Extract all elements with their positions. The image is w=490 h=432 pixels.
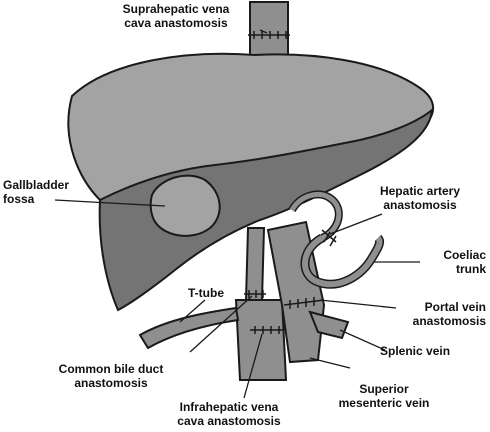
- leader-gallbladder: [54, 199, 166, 207]
- label-portal-vein-line2: anastomosis: [412, 314, 486, 328]
- bile-duct-suture: [244, 290, 266, 298]
- label-common-bile-duct-line2: anastomosis: [74, 376, 148, 390]
- label-coeliac-line1: Coeliac: [443, 248, 486, 262]
- leader-t-tube: [179, 299, 206, 323]
- leader-bile-duct: [189, 295, 253, 353]
- label-splenic-vein: Splenic vein: [380, 344, 450, 358]
- label-coeliac-line2: trunk: [456, 262, 486, 276]
- label-hepatic-artery: Hepatic artery anastomosis: [360, 184, 480, 212]
- label-splenic-vein-line1: Splenic vein: [380, 344, 451, 358]
- portal-vein-suture: [283, 297, 325, 309]
- splenic-vein-branch: [308, 310, 350, 340]
- label-suprahepatic: Suprahepatic vena cava anastomosis: [96, 2, 256, 30]
- label-t-tube-line1: T-tube: [188, 286, 224, 300]
- gallbladder-fossa: [149, 174, 221, 237]
- label-suprahepatic-line1: Suprahepatic vena: [122, 2, 230, 16]
- leader-portal-vein: [319, 299, 397, 309]
- label-gallbladder-line1: Gallbladder: [3, 178, 70, 192]
- leader-superior-mesenteric: [309, 357, 351, 369]
- common-bile-duct: [244, 227, 266, 301]
- infrahepatic-suture: [250, 326, 284, 334]
- label-superior-mesenteric-line1: Superior: [359, 382, 409, 396]
- leader-infrahepatic: [243, 333, 263, 399]
- label-coeliac: Coeliac trunk: [420, 248, 486, 276]
- leader-suprahepatic: [259, 29, 268, 34]
- coeliac-trunk-fill: [302, 235, 383, 288]
- liver-under-surface: [98, 107, 434, 312]
- label-infrahepatic-line1: Infrahepatic vena: [179, 400, 279, 414]
- label-t-tube: T-tube: [188, 286, 224, 300]
- label-portal-vein-line1: Portal vein: [424, 300, 486, 314]
- label-gallbladder: Gallbladder fossa: [3, 178, 69, 206]
- suprahepatic-suture: [248, 31, 290, 39]
- hepatic-artery-fill: [289, 192, 342, 241]
- infrahepatic-vena-cava: [234, 299, 288, 381]
- label-superior-mesenteric-line2: mesenteric vein: [338, 396, 430, 410]
- leader-splenic: [339, 329, 386, 351]
- label-suprahepatic-line2: cava anastomosis: [124, 16, 228, 30]
- label-infrahepatic: Infrahepatic vena cava anastomosis: [154, 400, 304, 428]
- hepatic-artery-suture: [321, 229, 337, 247]
- label-common-bile-duct-line1: Common bile duct: [58, 362, 164, 376]
- leader-hepatic-artery: [329, 213, 383, 235]
- label-gallbladder-line2: fossa: [3, 192, 35, 206]
- label-infrahepatic-line2: cava anastomosis: [177, 414, 281, 428]
- label-portal-vein: Portal vein anastomosis: [380, 300, 486, 328]
- label-hepatic-artery-line1: Hepatic artery: [379, 184, 461, 198]
- leader-lines: [54, 29, 420, 399]
- label-common-bile-duct: Common bile duct anastomosis: [36, 362, 186, 390]
- label-hepatic-artery-line2: anastomosis: [383, 198, 457, 212]
- t-tube: [138, 306, 240, 350]
- label-superior-mesenteric: Superior mesenteric vein: [324, 382, 444, 410]
